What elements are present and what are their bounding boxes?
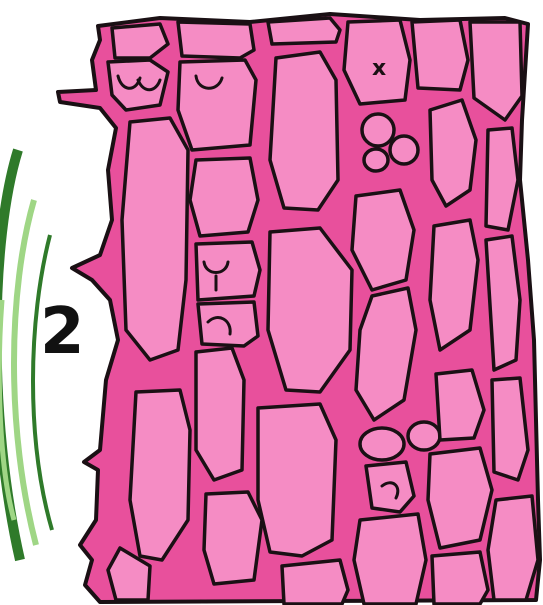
- cell: [430, 220, 478, 350]
- cell: [122, 118, 188, 360]
- cell: [282, 560, 348, 604]
- cell: [436, 370, 484, 440]
- cell: [204, 492, 262, 584]
- cell: [178, 60, 256, 150]
- cell: [196, 242, 260, 300]
- cell: [258, 404, 336, 556]
- panel-number: 2: [40, 300, 110, 364]
- cell: [354, 514, 426, 604]
- cell: [178, 22, 254, 58]
- cell: [360, 428, 404, 460]
- cell: [268, 18, 340, 44]
- cell: [412, 20, 468, 90]
- cell: [432, 552, 488, 604]
- cell: [268, 228, 352, 392]
- cell: [270, 52, 338, 210]
- cell: [190, 158, 258, 236]
- cell: [364, 149, 388, 171]
- cell: [196, 348, 244, 480]
- cell: [366, 462, 414, 512]
- cell: [408, 422, 440, 450]
- cell: [486, 236, 520, 370]
- cell: [492, 378, 528, 480]
- cell: [488, 496, 538, 600]
- cell-mark-x: x: [372, 56, 386, 81]
- cell: [428, 448, 492, 548]
- cell: [390, 136, 418, 164]
- cell: [362, 114, 394, 146]
- cell: [430, 100, 476, 206]
